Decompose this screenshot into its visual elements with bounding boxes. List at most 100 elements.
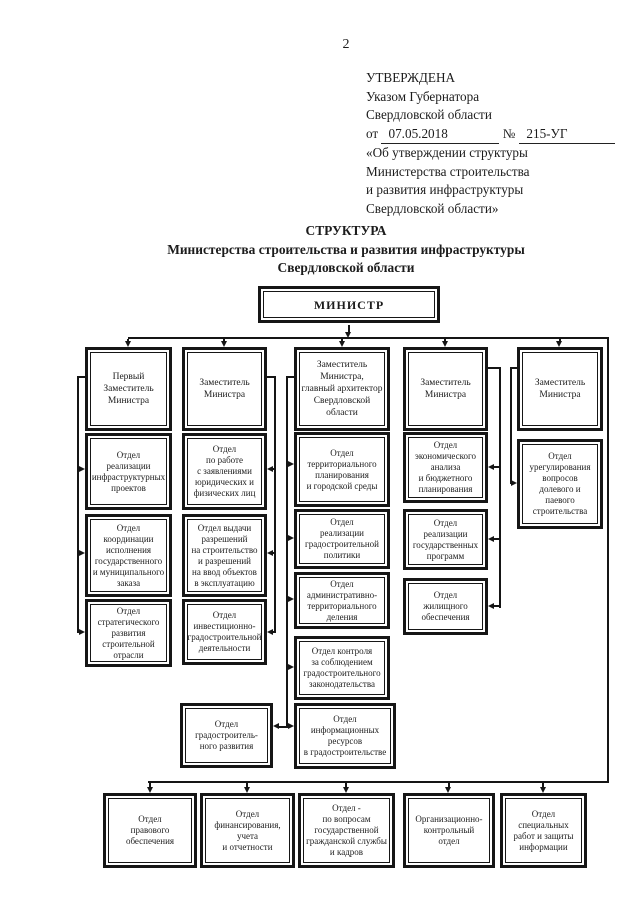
arrow-right <box>79 550 85 556</box>
arrow-right <box>288 461 294 467</box>
box-label-wrap: Отдел по работе с заявлениями юридически… <box>187 438 262 505</box>
box-label: Заместитель Министра <box>420 378 471 400</box>
box-label: Отдел выдачи разрешений на строительство… <box>191 522 258 588</box>
box-dept-state-programs: Отдел реализации государственных програм… <box>403 509 488 570</box>
box-label: Отдел жилищного обеспечения <box>421 590 470 622</box>
approval-block: УТВЕРЖДЕНА Указом Губернатора Свердловск… <box>366 69 616 218</box>
arrow-left <box>488 464 494 470</box>
arrow-right <box>288 535 294 541</box>
box-dept-infrastructure-projects: Отдел реализации инфраструктурных проект… <box>85 433 172 510</box>
box-label: Отдел стратегического развития строитель… <box>97 605 160 660</box>
connector-line <box>444 339 446 342</box>
box-dept-urban-development: Отдел градостроитель- ного развития <box>180 703 273 768</box>
box-label-wrap: Отдел контроля за соблюдением градострои… <box>299 641 385 695</box>
date-prefix: от <box>366 125 379 141</box>
connector-line <box>448 783 450 787</box>
arrow-down <box>147 787 153 793</box>
connector-line <box>223 339 225 342</box>
box-label-wrap: Отдел жилищного обеспечения <box>408 583 483 630</box>
approval-line: Указом Губернатора <box>366 88 480 104</box>
arrow-down <box>244 787 250 793</box>
box-deputy-5: Заместитель Министра <box>517 347 603 431</box>
connector-line <box>493 466 500 468</box>
title-line-2: Министерства строительства и развития ин… <box>167 241 525 257</box>
connector-line <box>286 376 294 378</box>
connector-line <box>267 376 276 378</box>
box-label-wrap: Отдел территориального планирования и го… <box>299 437 385 502</box>
approval-quote-line: «Об утверждении структуры <box>366 145 528 160</box>
connector-line <box>542 783 544 787</box>
box-label-wrap: Отдел реализации государственных програм… <box>408 514 483 565</box>
box-deputy-4: Заместитель Министра <box>403 347 488 431</box>
box-label-wrap: Отдел - по вопросам государственной граж… <box>303 798 390 863</box>
connector-line <box>272 631 276 633</box>
connector-line <box>607 337 609 783</box>
box-dept-urban-policy: Отдел реализации градостроительной полит… <box>294 509 390 569</box>
box-dept-urban-law-control: Отдел контроля за соблюдением градострои… <box>294 636 390 700</box>
box-dept-strategic-development: Отдел стратегического развития строитель… <box>85 599 172 667</box>
connector-line <box>345 783 347 787</box>
document-title: СТРУКТУРА Министерства строительства и р… <box>53 222 639 278</box>
box-label: Отдел урегулирования вопросов долевого и… <box>529 451 591 516</box>
arrow-right <box>79 629 85 635</box>
box-label-wrap: Заместитель Министра <box>408 352 483 426</box>
box-label-wrap: Отдел стратегического развития строитель… <box>90 604 167 662</box>
approval-line: УТВЕРЖДЕНА <box>366 70 456 85</box>
box-label: Отдел по работе с заявлениями юридически… <box>193 444 256 498</box>
connector-line <box>488 367 501 369</box>
approval-quote-line: Свердловской области» <box>366 200 499 216</box>
box-label: Отдел правового обеспечения <box>125 814 175 846</box>
decree-number: 215-УГ <box>519 125 616 144</box>
box-label: МИНИСТР <box>313 297 385 312</box>
box-dept-org-control: Организационно- контрольный отдел <box>403 793 495 868</box>
box-label-wrap: Отдел инвестиционно- градостроительной д… <box>187 604 262 660</box>
connector-line <box>274 376 276 633</box>
arrow-left <box>267 550 273 556</box>
box-label: Отдел специальных работ и защиты информа… <box>513 808 574 852</box>
box-deputy-chief-architect: Заместитель Министра, главный архитектор… <box>294 347 390 431</box>
connector-line <box>148 781 609 783</box>
arrow-down <box>540 787 546 793</box>
box-dept-housing: Отдел жилищного обеспечения <box>403 578 488 635</box>
arrow-right <box>79 466 85 472</box>
box-label-wrap: Заместитель Министра <box>187 352 262 426</box>
box-dept-shared-construction: Отдел урегулирования вопросов долевого и… <box>517 439 603 529</box>
arrow-down <box>442 341 448 347</box>
box-dept-economic-analysis: Отдел экономического анализа и бюджетног… <box>403 432 488 503</box>
title-line-3: Свердловской области <box>277 260 415 275</box>
box-label-wrap: Заместитель Министра, главный архитектор… <box>299 352 385 426</box>
box-label-wrap: МИНИСТР <box>263 291 435 318</box>
arrow-right <box>288 664 294 670</box>
arrow-left <box>488 603 494 609</box>
box-label-wrap: Отдел координации исполнения государстве… <box>90 519 167 592</box>
box-dept-info-resources: Отдел информационных ресурсов в градостр… <box>294 703 396 769</box>
connector-line <box>510 367 512 484</box>
box-label: Отдел территориального планирования и го… <box>306 447 378 491</box>
connector-line <box>272 552 276 554</box>
box-label: Отдел финансирования, учета и отчетности <box>214 808 281 852</box>
box-dept-admin-territorial: Отдел административно- территориального … <box>294 572 390 629</box>
box-dept-civil-service: Отдел - по вопросам государственной граж… <box>298 793 395 868</box>
connector-line <box>559 339 561 342</box>
connector-line <box>77 376 85 378</box>
arrow-down <box>556 341 562 347</box>
connector-line <box>272 468 276 470</box>
connector-line <box>493 538 500 540</box>
box-label-wrap: Отдел градостроитель- ного развития <box>185 708 268 763</box>
box-label-wrap: Отдел административно- территориального … <box>299 577 385 624</box>
box-label: Отдел контроля за соблюдением градострои… <box>303 646 381 689</box>
connector-line <box>493 605 500 607</box>
approval-line: Свердловской области <box>366 107 492 122</box>
arrow-down <box>221 341 227 347</box>
box-label: Отдел экономического анализа и бюджетног… <box>414 440 477 494</box>
arrow-right <box>288 723 294 729</box>
box-label: Заместитель Министра <box>199 378 250 400</box>
arrow-right <box>288 596 294 602</box>
connector-line <box>499 367 501 608</box>
box-dept-state-municipal-order: Отдел координации исполнения государстве… <box>85 514 172 597</box>
box-label-wrap: Отдел правового обеспечения <box>108 798 192 863</box>
connector-line <box>149 783 151 787</box>
